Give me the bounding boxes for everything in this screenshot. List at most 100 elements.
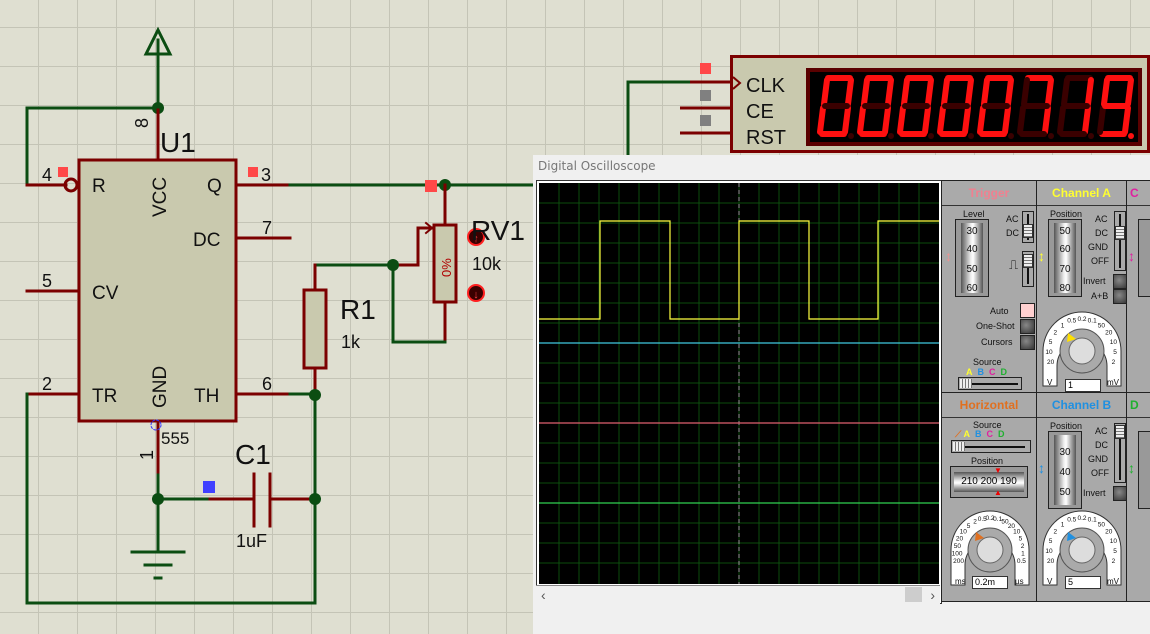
- r1-value: 1k: [341, 332, 361, 352]
- c1-ref: C1: [235, 439, 271, 470]
- channel-a-section: Channel A Position 50 60 70 80 ↕ AC DC G…: [1036, 180, 1128, 393]
- dial-tick-label: 2: [1053, 330, 1057, 337]
- dial-tick-label: 5: [1113, 548, 1117, 555]
- rv1-wiper-percent: 0%: [439, 258, 454, 277]
- pin-7-number: 7: [262, 218, 272, 238]
- channel-b-coupling-switch[interactable]: [1114, 423, 1126, 483]
- ac-label: AC: [1006, 214, 1019, 224]
- counter-timer[interactable]: CLK CE RST: [730, 55, 1150, 153]
- trigger-section: Trigger Level 30 40 50 60 ↕ AC DC ⎍ Auto…: [941, 180, 1037, 393]
- dial-tick-label: 5: [1049, 538, 1053, 545]
- cursors-button[interactable]: [1020, 335, 1035, 350]
- dial-unit-right: mV: [1107, 577, 1120, 586]
- dial-tick-label: 10: [1110, 538, 1118, 545]
- invert-label: Invert: [1083, 488, 1106, 498]
- r1-body[interactable]: [302, 288, 328, 370]
- dial-tick-label: 50: [954, 543, 962, 550]
- logic-probe-float: [203, 481, 215, 493]
- scrollbar-thumb[interactable]: [905, 587, 922, 602]
- dial-tick-label: 0.1: [993, 516, 1002, 523]
- segment: [977, 105, 986, 135]
- source-label: Source: [973, 420, 1002, 430]
- dial-tick-label: 100: [952, 551, 963, 558]
- dial-tick-label: 20: [1047, 359, 1055, 366]
- one-shot-button[interactable]: [1020, 319, 1035, 334]
- dial-tick-label: 1: [1021, 551, 1025, 558]
- horizontal-position-drum[interactable]: 210 200 190 ▼ ▲: [950, 466, 1028, 498]
- inverting-bubble: [63, 177, 79, 193]
- digit: [937, 75, 974, 139]
- channel-d-position-drum[interactable]: [1138, 431, 1150, 509]
- trigger-source-slider[interactable]: [958, 377, 1022, 390]
- digit: [897, 75, 934, 139]
- dial-tick-label: 20: [1008, 523, 1016, 530]
- segment: [1085, 77, 1094, 107]
- segment: [1061, 77, 1070, 107]
- source-label: Source: [973, 357, 1002, 367]
- dial-tick-label: 0.5: [1067, 318, 1076, 325]
- trigger-coupling-switch[interactable]: [1022, 211, 1034, 243]
- dial-tick-label: 20: [956, 535, 964, 542]
- channel-b-title: Channel B: [1037, 393, 1126, 418]
- a-plus-b-label: A+B: [1091, 291, 1109, 301]
- rv1-decrement-button[interactable]: [467, 284, 485, 302]
- channel-c-arrow-icon: ↕: [1128, 248, 1135, 264]
- dial-tick-label: 2: [973, 519, 977, 526]
- logic-probe-high: [58, 167, 68, 177]
- auto-button[interactable]: [1020, 303, 1035, 318]
- segment: [897, 105, 906, 135]
- pin-8-number: 8: [132, 118, 152, 128]
- scroll-right-arrow-icon[interactable]: ›: [930, 587, 935, 603]
- dial-tick-label: 2: [1112, 359, 1116, 366]
- trace-a: [539, 220, 939, 320]
- decimal-point: [928, 133, 934, 139]
- channel-a-position-drum[interactable]: 50 60 70 80: [1048, 219, 1082, 297]
- scope-screen[interactable]: [539, 183, 939, 584]
- u1-part: 555: [161, 429, 189, 448]
- segment: [937, 105, 946, 135]
- u1-ref: U1: [160, 127, 196, 158]
- junction: [152, 102, 164, 114]
- seven-segment-display: [806, 68, 1142, 146]
- svg-text:↑: ↑: [473, 233, 479, 245]
- trigger-level-drum[interactable]: 30 40 50 60: [955, 219, 989, 297]
- rst-pin-label: RST: [746, 127, 786, 149]
- dial-tick-label: 1: [1061, 322, 1065, 329]
- clk-wire: [626, 80, 692, 162]
- horizontal-source-slider[interactable]: [951, 440, 1031, 453]
- logic-probe-high: [700, 63, 711, 74]
- trigger-edge-switch[interactable]: [1022, 251, 1034, 287]
- segment: [821, 77, 830, 107]
- digit: [857, 75, 894, 139]
- clk-pin-label: CLK: [746, 75, 786, 97]
- dial-tick-label: 2: [1112, 558, 1116, 565]
- pin-marker: [150, 419, 162, 431]
- oscilloscope-window[interactable]: Digital Oscilloscope ‹ › Trigger Level 3…: [533, 155, 1150, 634]
- horizontal-scrollbar[interactable]: ‹ ›: [536, 585, 940, 604]
- cursors-label: Cursors: [981, 337, 1013, 347]
- u1-body[interactable]: [77, 158, 238, 423]
- channel-d-section: D ↕: [1126, 392, 1150, 602]
- digit: [977, 75, 1014, 139]
- scroll-left-arrow-icon[interactable]: ‹: [541, 587, 546, 603]
- channel-c-position-drum[interactable]: [1138, 219, 1150, 297]
- segment: [1045, 77, 1054, 107]
- dial-tick-label: 50: [1098, 521, 1106, 528]
- dial-unit-left: ms: [955, 577, 966, 586]
- channel-a-title: Channel A: [1037, 181, 1126, 206]
- dial-tick-label: 10: [1045, 548, 1053, 555]
- svg-text:↓: ↓: [473, 289, 479, 301]
- channel-a-volts-value: 1: [1065, 379, 1101, 392]
- channel-a-coupling-switch[interactable]: [1114, 211, 1126, 271]
- auto-label: Auto: [990, 306, 1009, 316]
- pin-4-number: 4: [42, 165, 52, 185]
- pin-5-number: 5: [42, 271, 52, 291]
- dial-unit-right: µs: [1015, 577, 1024, 586]
- logic-probe-high: [425, 180, 437, 192]
- rv1-increment-button[interactable]: [467, 228, 485, 246]
- channel-b-position-drum[interactable]: 30 40 50: [1048, 431, 1082, 509]
